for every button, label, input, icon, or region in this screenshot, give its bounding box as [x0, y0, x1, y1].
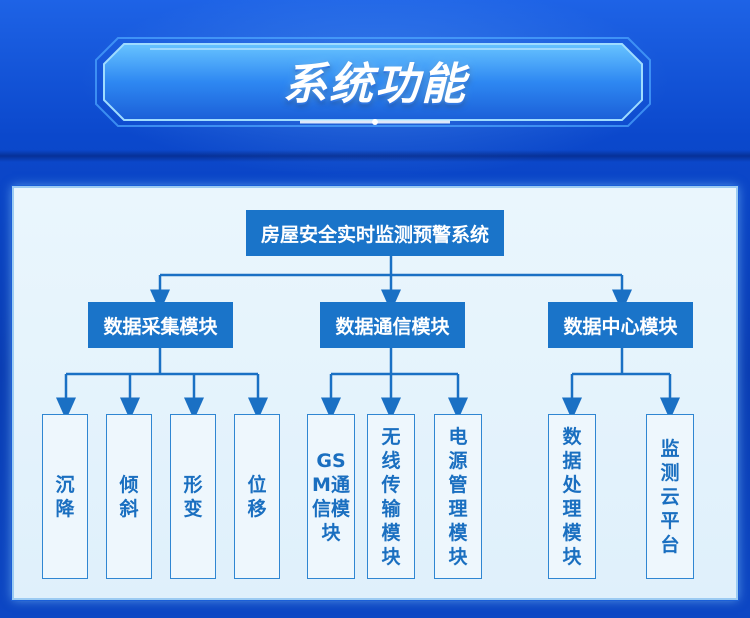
leaf-label: 倾斜: [119, 473, 139, 520]
leaf-node-data-processing: 数据处理模块: [548, 414, 596, 579]
leaf-label: GSM通信模块: [311, 449, 350, 544]
leaf-label: 形变: [183, 473, 203, 520]
title-banner-frame: [95, 37, 651, 127]
leaf-label: 沉降: [55, 473, 75, 520]
root-node: 房屋安全实时监测预警系统: [246, 210, 504, 256]
leaf-node-settlement: 沉降: [42, 414, 88, 579]
leaf-label: 监测云平台: [660, 437, 680, 556]
leaf-node-tilt: 倾斜: [106, 414, 152, 579]
leaf-node-gsm-module: GSM通信模块: [307, 414, 355, 579]
leaf-node-wireless-module: 无线传输模块: [367, 414, 415, 579]
page-title: 系统功能: [283, 59, 467, 110]
leaf-label: 电源管理模块: [448, 425, 468, 568]
module-node-data-communication: 数据通信模块: [320, 302, 465, 348]
leaf-node-power-module: 电源管理模块: [434, 414, 482, 579]
leaf-node-displacement: 位移: [234, 414, 280, 579]
leaf-node-cloud-platform: 监测云平台: [646, 414, 694, 579]
leaf-label: 数据处理模块: [562, 425, 582, 568]
header-divider-band: [0, 150, 750, 162]
module-node-data-acquisition: 数据采集模块: [88, 302, 233, 348]
leaf-label: 位移: [247, 473, 267, 520]
module-node-data-center: 数据中心模块: [548, 302, 693, 348]
leaf-node-deformation: 形变: [170, 414, 216, 579]
leaf-label: 无线传输模块: [381, 425, 401, 568]
